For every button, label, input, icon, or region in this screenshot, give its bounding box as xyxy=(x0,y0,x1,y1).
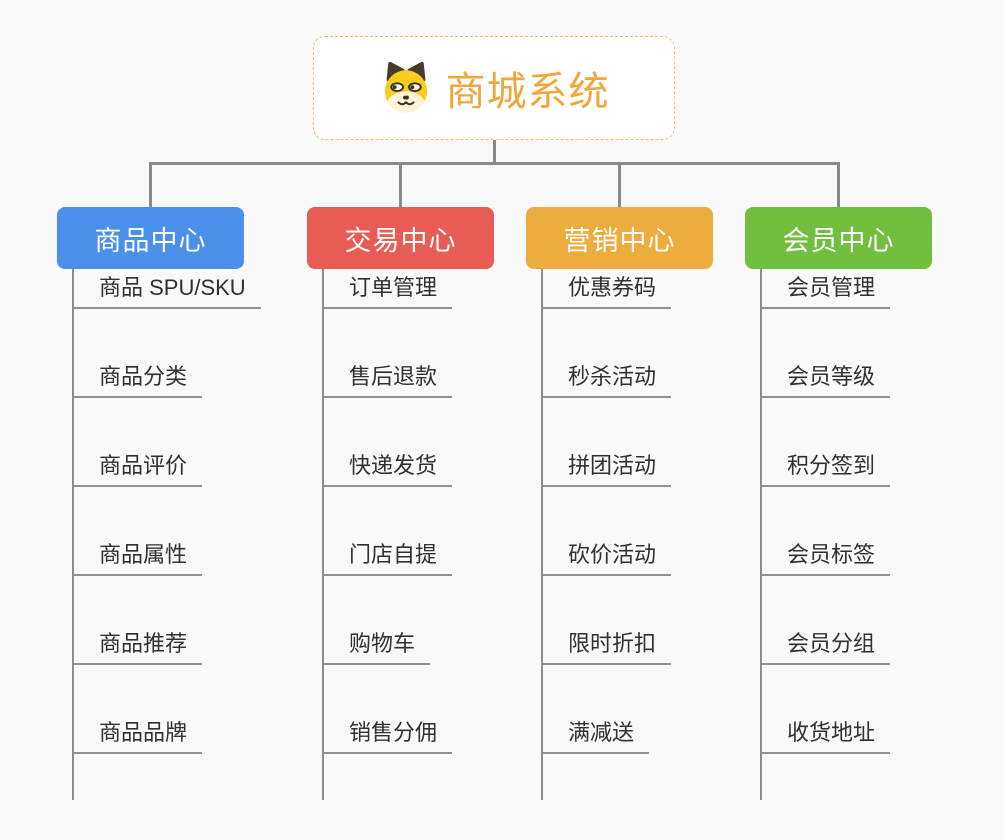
leaf-node[interactable]: 会员分组 xyxy=(760,625,891,665)
leaf-node[interactable]: 销售分佣 xyxy=(322,714,453,754)
leaf-node[interactable]: 售后退款 xyxy=(322,358,453,398)
branch-node-member[interactable]: 会员中心 xyxy=(745,207,932,269)
leaf-node[interactable]: 砍价活动 xyxy=(541,536,672,576)
leaf-node[interactable]: 收货地址 xyxy=(760,714,891,754)
leaf-node[interactable]: 限时折扣 xyxy=(541,625,672,665)
leaf-node[interactable]: 购物车 xyxy=(322,625,431,665)
connector-root-stub xyxy=(493,140,496,164)
leaf-node[interactable]: 商品评价 xyxy=(72,447,203,487)
leaf-node[interactable]: 拼团活动 xyxy=(541,447,672,487)
leaf-node[interactable]: 商品推荐 xyxy=(72,625,203,665)
branch-label: 交易中心 xyxy=(344,225,457,256)
leaf-node[interactable]: 积分签到 xyxy=(760,447,891,487)
leaf-node[interactable]: 订单管理 xyxy=(322,269,453,309)
leaf-node[interactable]: 会员标签 xyxy=(760,536,891,576)
leaf-node[interactable]: 满减送 xyxy=(541,714,650,754)
connector-bus xyxy=(149,162,840,165)
connector-drop-4 xyxy=(837,162,840,207)
leaf-node[interactable]: 商品 SPU/SKU xyxy=(72,269,261,309)
leaf-node[interactable]: 快递发货 xyxy=(322,447,453,487)
dog-face-icon xyxy=(384,61,427,113)
branch-children-member: 会员管理 会员等级 积分签到 会员标签 会员分组 收货地址 xyxy=(760,269,995,800)
root-node[interactable]: 商城系统 xyxy=(313,36,675,140)
leaf-node[interactable]: 商品分类 xyxy=(72,358,203,398)
root-title: 商城系统 xyxy=(445,70,610,114)
leaf-node[interactable]: 会员等级 xyxy=(760,358,891,398)
branch-node-product[interactable]: 商品中心 xyxy=(57,207,244,269)
branch-children-marketing: 优惠券码 秒杀活动 拼团活动 砍价活动 限时折扣 满减送 xyxy=(541,269,776,800)
branch-children-trade: 订单管理 售后退款 快递发货 门店自提 购物车 销售分佣 xyxy=(322,269,557,800)
trunk-line xyxy=(541,269,543,800)
trunk-line xyxy=(322,269,324,800)
connector-drop-1 xyxy=(149,162,152,207)
leaf-node[interactable]: 门店自提 xyxy=(322,536,453,576)
branch-node-marketing[interactable]: 营销中心 xyxy=(526,207,713,269)
leaf-node[interactable]: 商品属性 xyxy=(72,536,203,576)
branch-label: 商品中心 xyxy=(94,225,207,256)
branch-node-trade[interactable]: 交易中心 xyxy=(307,207,494,269)
connector-drop-3 xyxy=(618,162,621,207)
leaf-node[interactable]: 会员管理 xyxy=(760,269,891,309)
trunk-line xyxy=(760,269,762,800)
trunk-line xyxy=(72,269,74,800)
branch-label: 营销中心 xyxy=(563,225,676,256)
connector-drop-2 xyxy=(399,162,402,207)
branch-children-product: 商品 SPU/SKU 商品分类 商品评价 商品属性 商品推荐 商品品牌 xyxy=(72,269,307,800)
leaf-node[interactable]: 优惠券码 xyxy=(541,269,672,309)
branch-label: 会员中心 xyxy=(782,225,895,256)
leaf-node[interactable]: 商品品牌 xyxy=(72,714,203,754)
leaf-node[interactable]: 秒杀活动 xyxy=(541,358,672,398)
